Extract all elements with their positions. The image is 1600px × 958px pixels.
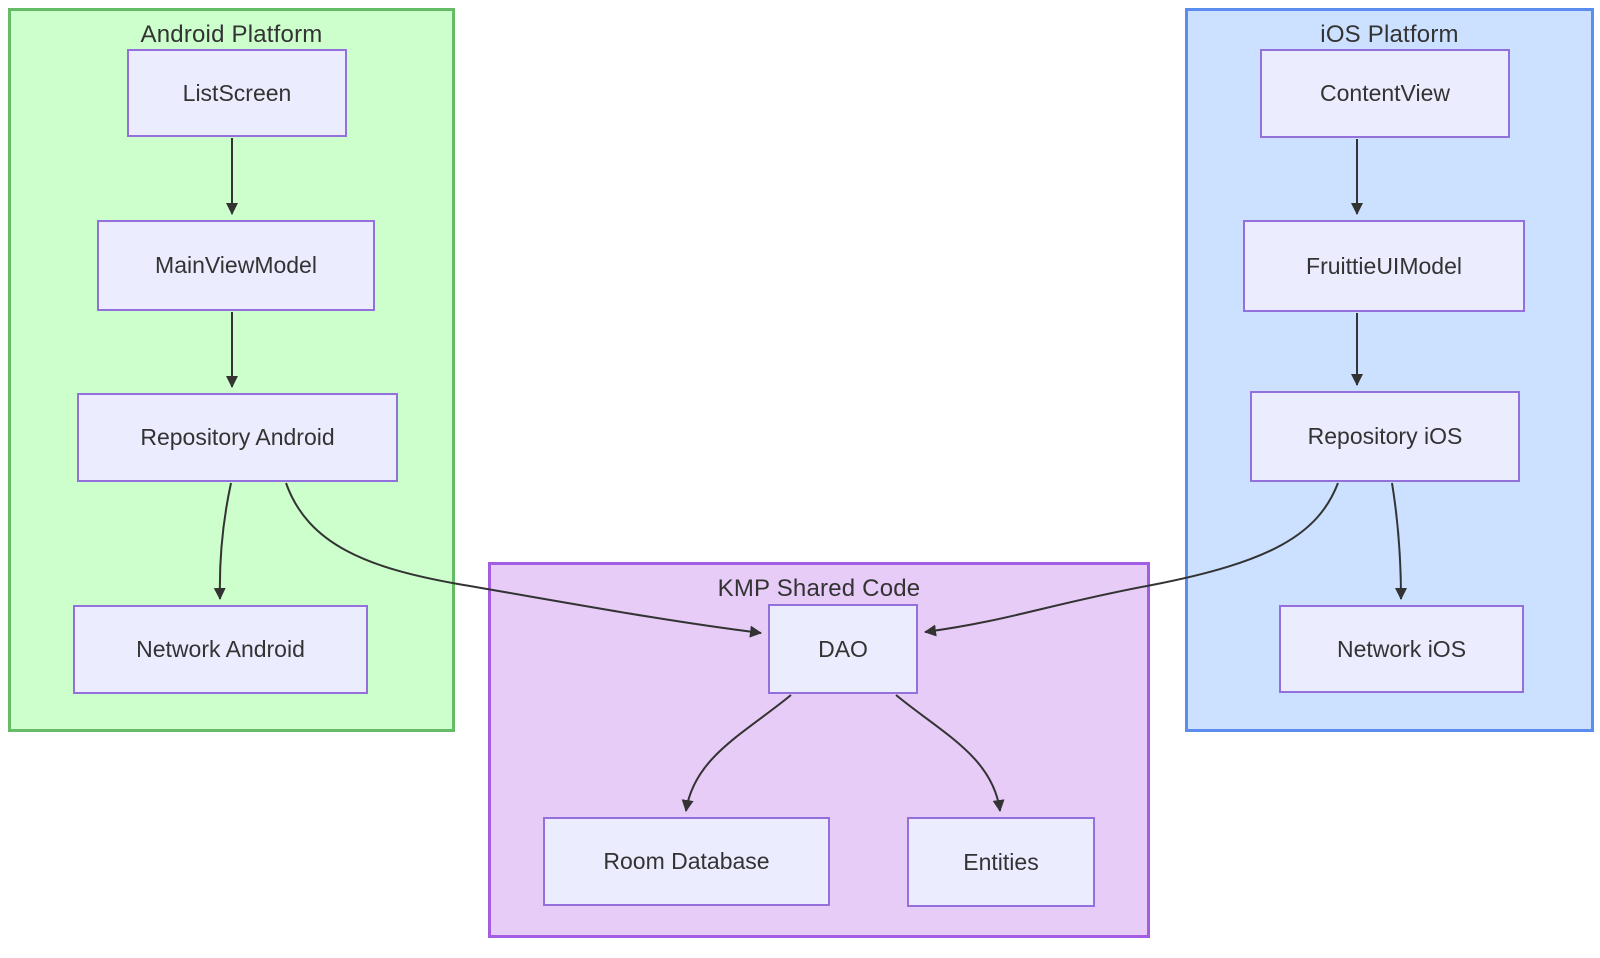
node-label: ListScreen xyxy=(182,79,292,106)
node-network-android: Network Android xyxy=(73,605,368,694)
node-entities: Entities xyxy=(907,817,1095,907)
node-content-view: ContentView xyxy=(1260,49,1510,138)
cluster-title-ios: iOS Platform xyxy=(1320,21,1459,48)
node-network-ios: Network iOS xyxy=(1279,605,1524,693)
node-label: Room Database xyxy=(603,848,770,874)
node-dao: DAO xyxy=(768,604,918,694)
node-label: Repository iOS xyxy=(1307,423,1463,449)
node-label: ContentView xyxy=(1320,80,1450,106)
node-label: MainViewModel xyxy=(155,252,317,278)
node-repository-android: Repository Android xyxy=(77,393,398,482)
node-list-screen: ListScreen xyxy=(127,49,347,137)
node-label: Network Android xyxy=(136,636,305,662)
node-label: DAO xyxy=(818,635,868,662)
node-label: Network iOS xyxy=(1336,635,1467,662)
node-label: FruittieUIModel xyxy=(1306,252,1462,279)
node-label: Entities xyxy=(963,848,1039,875)
node-fruittie-ui-model: FruittieUIModel xyxy=(1243,220,1525,312)
cluster-title-android: Android Platform xyxy=(140,21,323,48)
node-label: Repository Android xyxy=(140,424,335,450)
node-repository-ios: Repository iOS xyxy=(1250,391,1520,482)
node-room-database: Room Database xyxy=(543,817,830,906)
cluster-title-kmp: KMP Shared Code xyxy=(717,575,921,602)
node-main-view-model: MainViewModel xyxy=(97,220,375,311)
